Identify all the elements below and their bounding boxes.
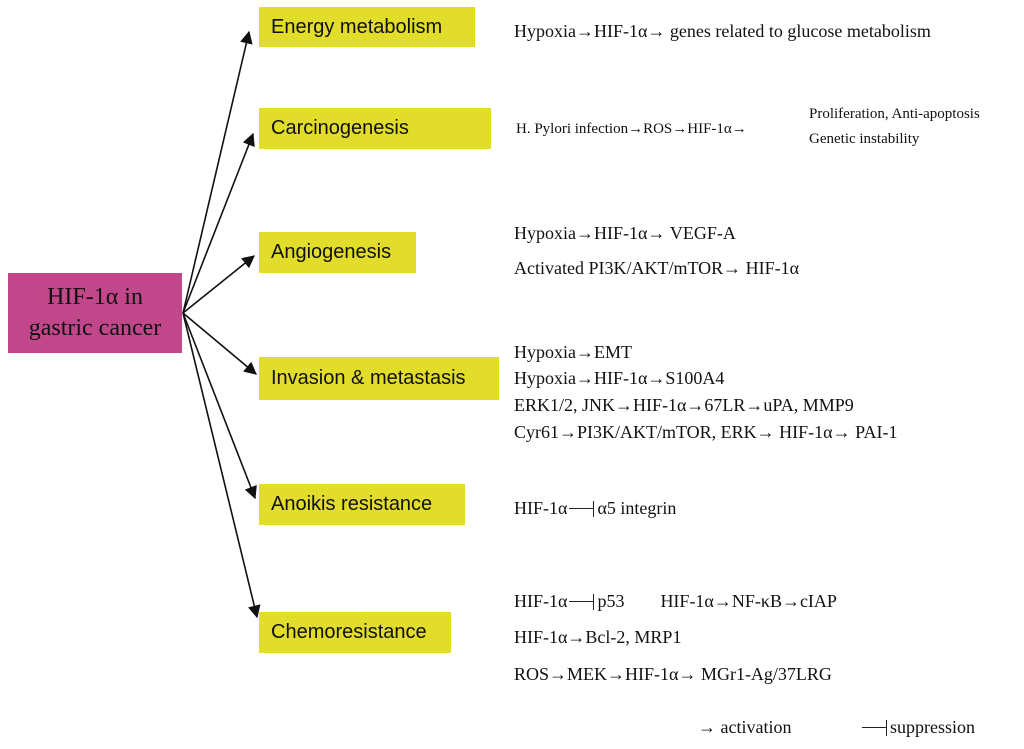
mechanism-line: HIF-1α p53 HIF-1α→NF-κB→cIAP (514, 590, 837, 612)
category-chemoresistance: Chemoresistance (259, 612, 451, 653)
legend-suppression-label: suppression (890, 717, 975, 737)
arrow-to-category-5 (182, 312, 257, 500)
arrow-to-category-4 (182, 312, 257, 375)
mechanism-line: ERK1/2, JNK→HIF-1α→67LR→uPA, MMP9 (514, 394, 854, 416)
mechanism-text: H. Pylori infection→ROS→HIF-1α→ (516, 121, 747, 137)
mechanism-text: Hypoxia→HIF-1α→ genes related to glucose… (514, 21, 931, 41)
suppression-icon (860, 718, 890, 736)
mechanism-line: Hypoxia→HIF-1α→S100A4 (514, 367, 724, 389)
legend-suppression: suppression (860, 717, 975, 738)
mechanism-text: HIF-1α→NF-κB→cIAP (660, 591, 837, 611)
mechanism-text: HIF-1α (514, 591, 568, 611)
mechanism-text: Hypoxia→HIF-1α→ VEGF-A (514, 223, 736, 243)
mechanism-text: α5 integrin (597, 498, 677, 518)
mechanism-line: HIF-1α α5 integrin (514, 497, 676, 519)
mechanism-text: ERK1/2, JNK→HIF-1α→67LR→uPA, MMP9 (514, 395, 854, 415)
mechanism-text: Cyr61→PI3K/AKT/mTOR, ERK→ HIF-1α→ PAI-1 (514, 422, 898, 442)
mechanism-line: Cyr61→PI3K/AKT/mTOR, ERK→ HIF-1α→ PAI-1 (514, 421, 897, 443)
mechanism-text: Activated PI3K/AKT/mTOR→ HIF-1α (514, 258, 800, 278)
mechanism-line: Hypoxia→EMT (514, 341, 632, 363)
mechanism-line: HIF-1α→Bcl-2, MRP1 (514, 626, 681, 648)
category-invasion-metastasis: Invasion & metastasis (259, 357, 499, 400)
suppression-icon (567, 499, 597, 517)
mechanism-line: Activated PI3K/AKT/mTOR→ HIF-1α (514, 257, 799, 279)
category-anoikis-resistance: Anoikis resistance (259, 484, 465, 525)
arrow-to-category-6 (182, 312, 261, 619)
mechanism-line: Hypoxia→HIF-1α→ VEGF-A (514, 222, 736, 244)
outcome-proliferation: Proliferation, Anti-apoptosis (809, 106, 980, 122)
mechanism-text: Hypoxia→HIF-1α→S100A4 (514, 368, 725, 388)
mechanism-line: ROS→MEK→HIF-1α→ MGr1-Ag/37LRG (514, 663, 832, 685)
outcome-genetic-instability: Genetic instability (809, 131, 920, 147)
arrow-to-category-1 (182, 30, 253, 314)
central-node: HIF-1α in gastric cancer (8, 273, 182, 353)
legend-activation: → activation (698, 717, 792, 737)
mechanism-line: Hypoxia→HIF-1α→ genes related to glucose… (514, 20, 931, 42)
arrow-to-category-3 (182, 255, 255, 314)
category-carcinogenesis: Carcinogenesis (259, 108, 491, 149)
central-node-line1: HIF-1α in (47, 284, 143, 310)
category-angiogenesis: Angiogenesis (259, 232, 416, 273)
central-node-line2: gastric cancer (28, 315, 162, 341)
category-energy-metabolism: Energy metabolism (259, 7, 475, 47)
suppression-icon (567, 592, 597, 610)
mechanism-text: ROS→MEK→HIF-1α→ MGr1-Ag/37LRG (514, 664, 832, 684)
arrow-to-category-2 (182, 132, 255, 314)
mechanism-text: p53 (597, 591, 625, 611)
mechanism-text: HIF-1α→Bcl-2, MRP1 (514, 627, 682, 647)
mechanism-line: H. Pylori infection→ROS→HIF-1α→ (516, 120, 747, 139)
mechanism-text: HIF-1α (514, 498, 568, 518)
mechanism-text: Hypoxia→EMT (514, 342, 632, 362)
